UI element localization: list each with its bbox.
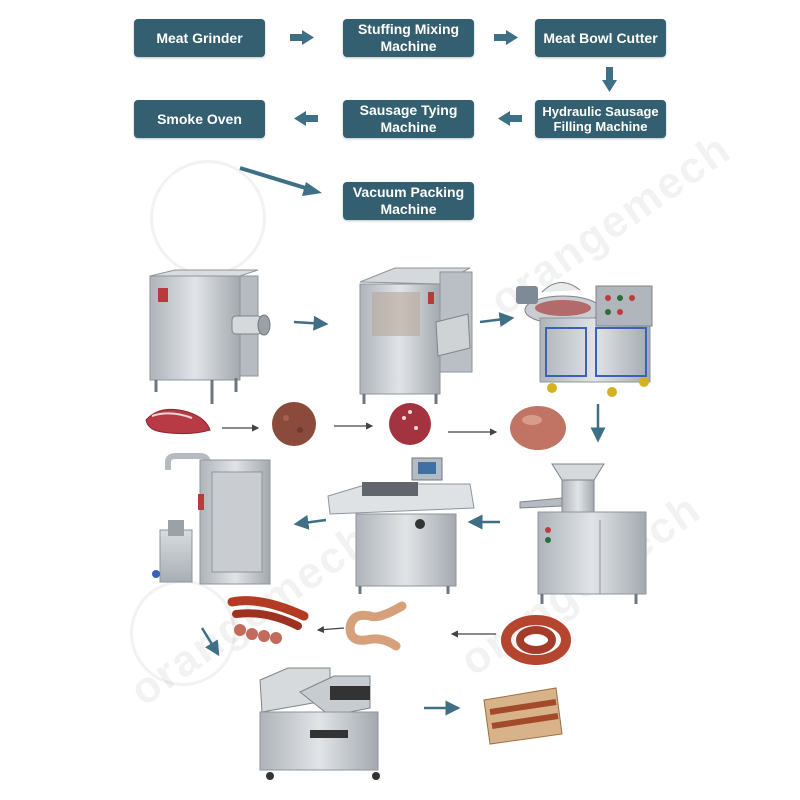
step-vacuum-packing-machine: Vacuum Packing Machine <box>343 182 474 220</box>
hydraulic-sausage-filling-machine-image <box>519 463 647 604</box>
smoked-sausages-image <box>227 596 309 644</box>
process-arrow <box>293 315 329 331</box>
flow-arrow <box>494 30 518 45</box>
step-stuffing-mixing-machine: Stuffing Mixing Machine <box>343 19 474 57</box>
mixed-meat-ball-image <box>389 403 431 445</box>
vacuum-packing-machine-image <box>259 667 380 780</box>
ground-meat-ball-image <box>272 402 316 446</box>
linked-sausages-image <box>345 601 407 651</box>
step-sausage-tying-machine: Sausage Tying Machine <box>343 100 474 138</box>
raw-meat-slices-image <box>145 408 211 435</box>
flow-arrow <box>290 30 314 45</box>
step-meat-grinder: Meat Grinder <box>134 19 265 57</box>
smoke-oven-machine-image <box>152 453 271 585</box>
meat-bowl-cutter-machine-image <box>516 282 653 397</box>
process-arrow <box>293 514 327 530</box>
meat-paste-image <box>510 406 566 450</box>
food-arrow <box>316 625 345 634</box>
sausage-tying-machine-image <box>327 457 475 594</box>
flow-arrow <box>602 67 617 92</box>
step-meat-bowl-cutter: Meat Bowl Cutter <box>535 19 666 57</box>
step-smoke-oven: Smoke Oven <box>134 100 265 138</box>
packed-sausages-image <box>483 687 563 745</box>
flow-arrow <box>498 111 522 126</box>
flow-arrow <box>239 166 322 196</box>
step-hydraulic-sausage-filling-machine: Hydraulic Sausage Filling Machine <box>535 100 666 138</box>
meat-grinder-machine-image <box>149 269 271 404</box>
process-arrow <box>479 312 515 327</box>
flow-arrow <box>294 111 318 126</box>
sausage-coil-image <box>501 615 571 665</box>
stuffing-mixing-machine-image <box>359 267 473 404</box>
process-arrow <box>200 627 220 657</box>
